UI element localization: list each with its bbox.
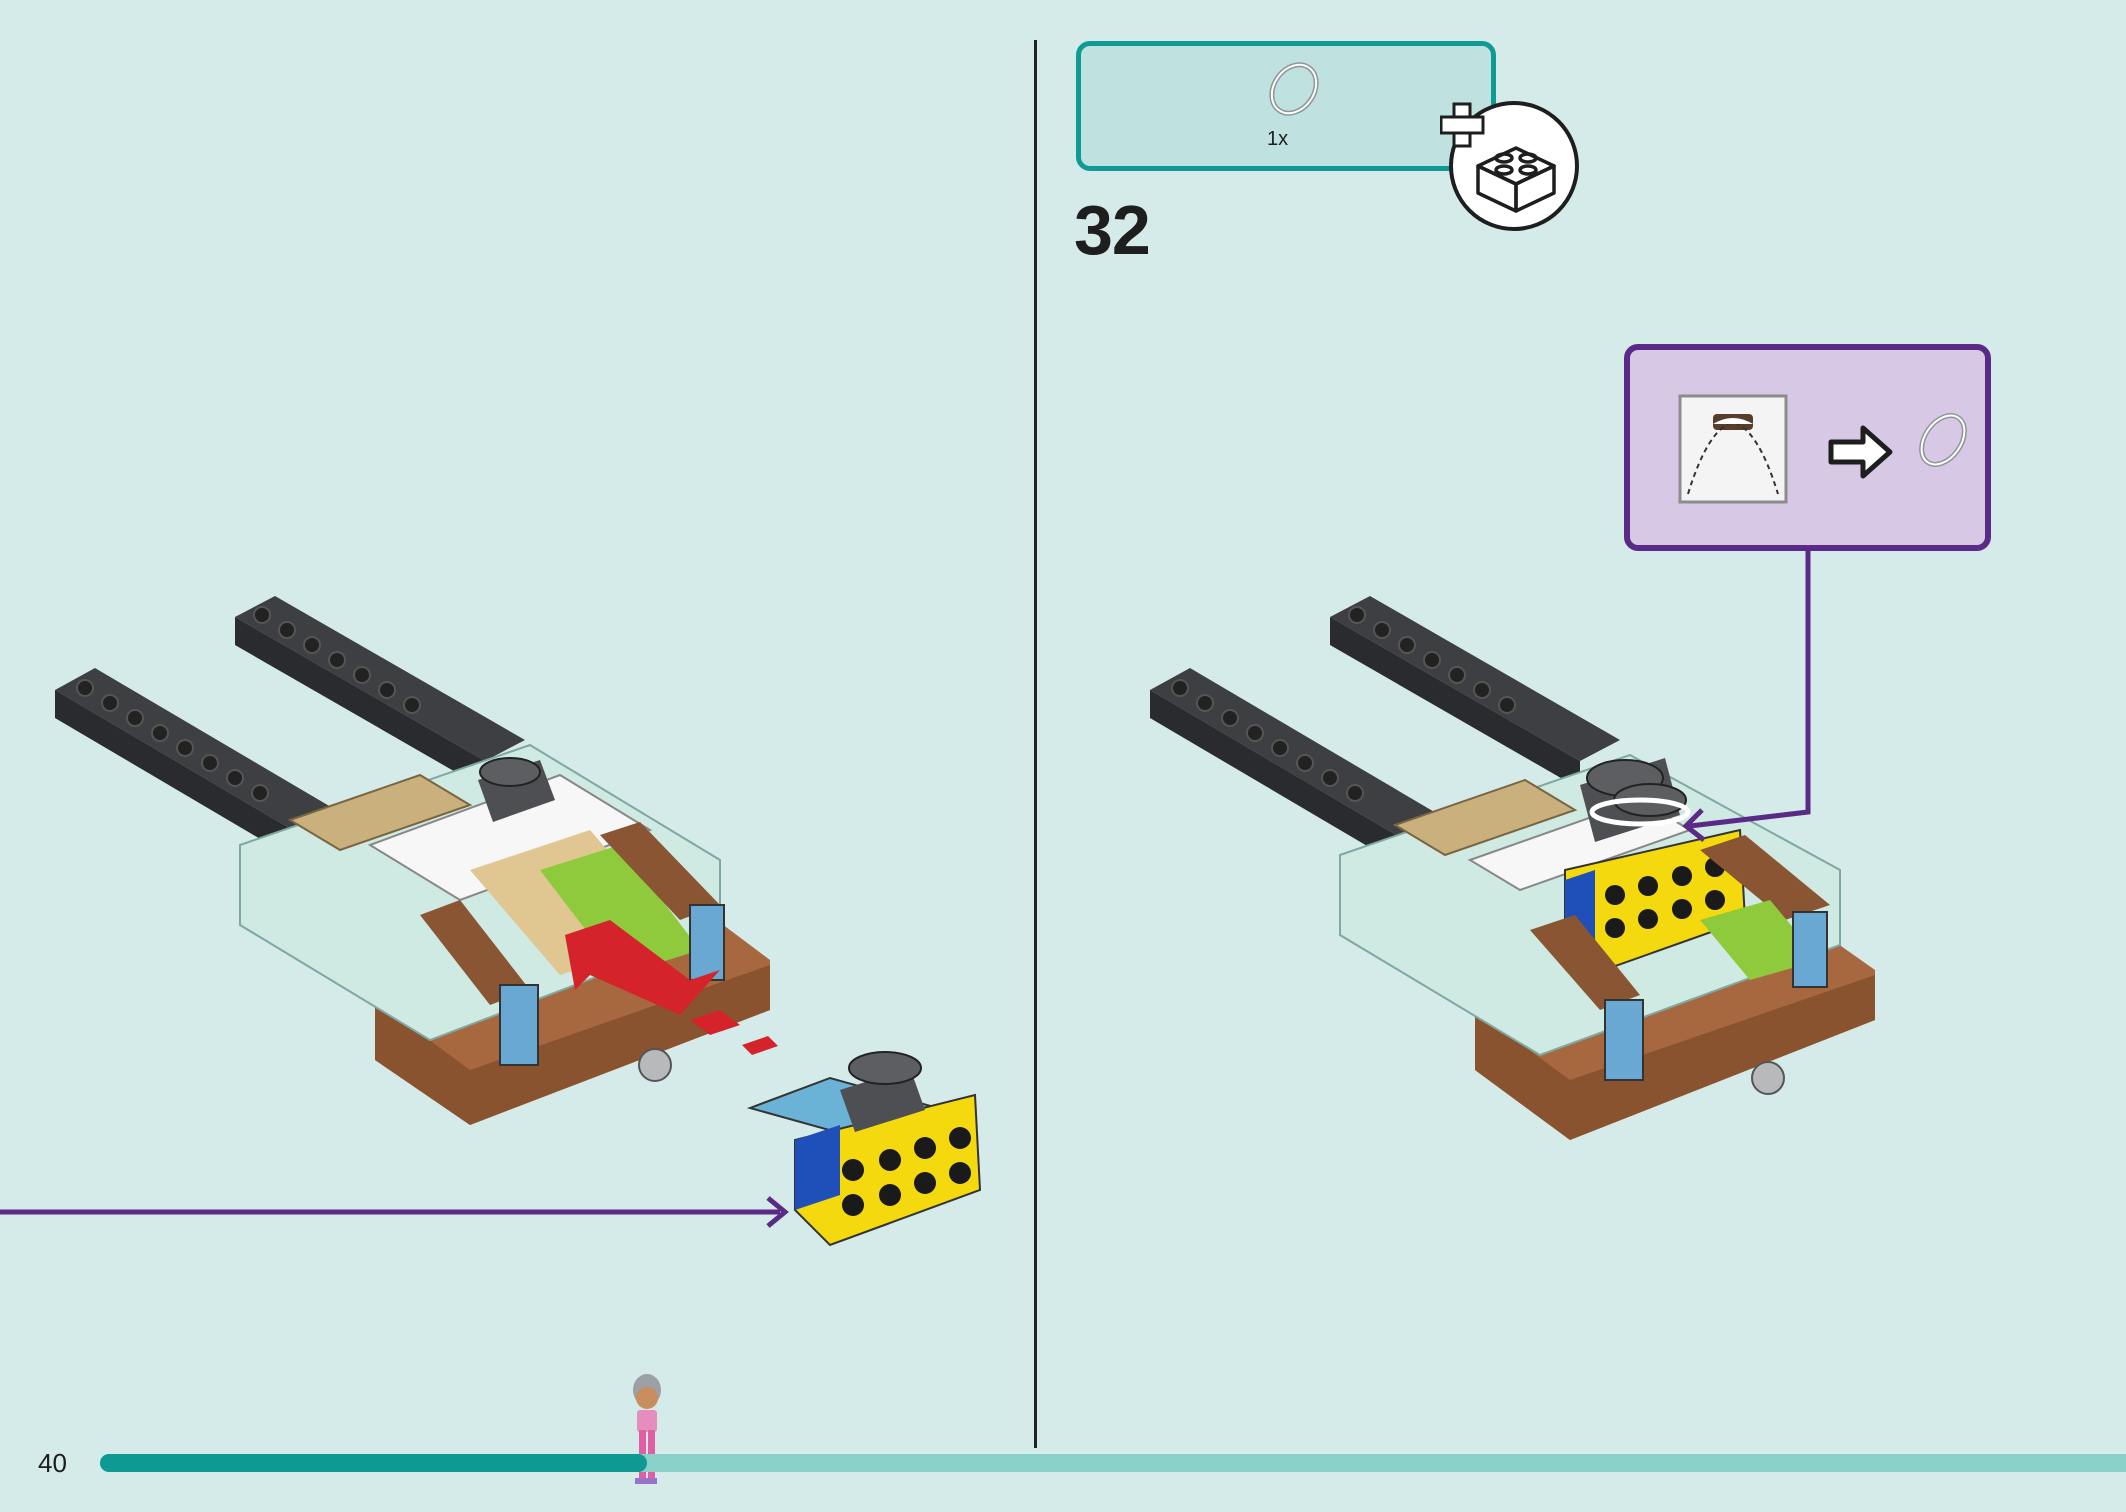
right-assembly-illustration — [1150, 551, 1875, 1140]
part-quantity: 1x — [1267, 128, 1289, 150]
insert-arrow-red — [565, 920, 778, 1055]
right-arrow-icon — [1828, 425, 1893, 479]
part-swap-callout — [1624, 344, 1991, 551]
sub-assembly-yellow-brick — [746, 1051, 982, 1247]
transparent-ring-icon — [1269, 62, 1319, 116]
dome-mold-icon — [1678, 394, 1788, 504]
step-number: 32 — [1074, 191, 1151, 269]
panel-divider — [1034, 40, 1037, 1448]
parts-needed-box: 1x — [1076, 41, 1496, 171]
new-parts-brick-icon — [1440, 101, 1579, 231]
progress-fill — [100, 1454, 647, 1472]
left-rails — [55, 596, 525, 880]
plus-icon — [1440, 102, 1485, 148]
sub-assembly-pointer-line — [0, 1196, 789, 1228]
transparent-ring-icon — [1919, 413, 1967, 467]
left-assembly-illustration — [0, 596, 982, 1247]
page-number: 40 — [38, 1448, 67, 1478]
callout-pointer-line — [1682, 551, 1811, 842]
